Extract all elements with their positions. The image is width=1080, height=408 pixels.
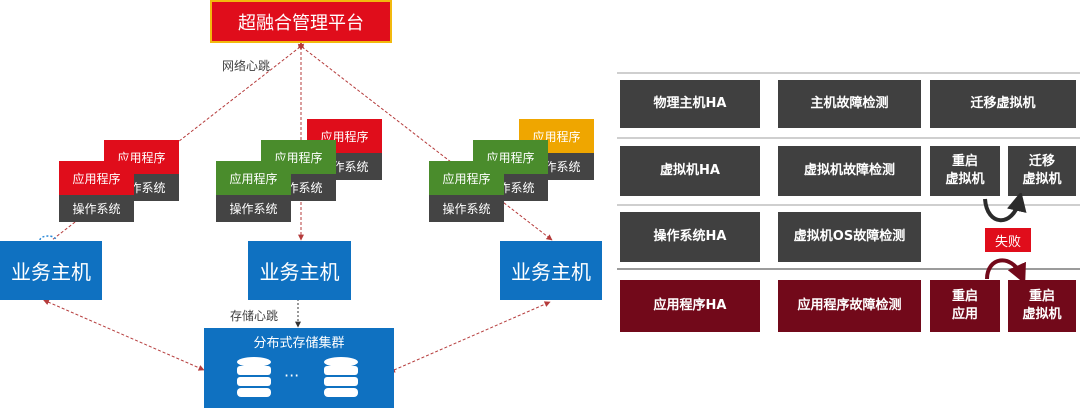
vm-card: 应用程序 操作系统: [59, 161, 134, 222]
storage-ellipsis: ···: [284, 366, 300, 385]
row-divider: [617, 268, 1080, 270]
row-divider: [617, 204, 1080, 206]
os-label: 操作系统: [429, 195, 504, 222]
action-migrate-vm-2: 迁移 虚拟机: [1008, 146, 1076, 196]
action-restart-vm-2: 重启 虚拟机: [1008, 280, 1076, 332]
app-label: 应用程序: [216, 161, 291, 195]
layer-os-ha: 操作系统HA: [620, 212, 760, 262]
business-host-center: 业务主机: [248, 241, 351, 300]
action-restart-app: 重启 应用: [930, 280, 1000, 332]
detection-app-failure: 应用程序故障检测: [778, 280, 921, 332]
curved-arrow-icon: [983, 193, 1027, 283]
app-label: 应用程序: [473, 140, 548, 174]
storage-cluster-title: 分布式存储集群: [253, 336, 345, 351]
layer-vm-ha: 虚拟机HA: [620, 146, 760, 196]
storage-heartbeat-label: 存储心跳: [230, 309, 279, 323]
vm-card: 应用程序 操作系统: [473, 140, 548, 201]
os-label: 操作系统: [59, 195, 134, 222]
detection-host-failure: 主机故障检测: [778, 80, 921, 128]
detection-vm-failure: 虚拟机故障检测: [778, 146, 921, 196]
layer-app-ha: 应用程序HA: [620, 280, 760, 332]
database-icon: [324, 357, 358, 397]
ring-icon: [39, 235, 57, 241]
management-platform: 超融合管理平台: [210, 0, 392, 43]
business-host-left: 业务主机: [0, 241, 102, 300]
storage-cluster: 分布式存储集群: [204, 328, 394, 408]
network-heartbeat-label: 网络心跳: [222, 59, 271, 73]
action-migrate-vm: 迁移虚拟机: [930, 80, 1076, 128]
vm-card: 应用程序 操作系统: [429, 161, 504, 222]
business-host-right: 业务主机: [500, 241, 602, 300]
vm-card: 应用程序 操作系统: [216, 161, 291, 222]
app-label: 应用程序: [429, 161, 504, 195]
storage-line-right: [389, 301, 551, 373]
fail-badge: 失败: [985, 228, 1031, 252]
app-label: 应用程序: [59, 161, 134, 195]
row-divider: [617, 137, 1080, 139]
detection-vm-os-failure: 虚拟机OS故障检测: [778, 212, 921, 262]
storage-line-left: [43, 299, 205, 371]
os-label: 操作系统: [216, 195, 291, 222]
layer-physical-host-ha: 物理主机HA: [620, 80, 760, 128]
database-icon: [237, 357, 271, 397]
action-restart-vm: 重启 虚拟机: [930, 146, 1000, 196]
row-divider: [617, 72, 1080, 74]
